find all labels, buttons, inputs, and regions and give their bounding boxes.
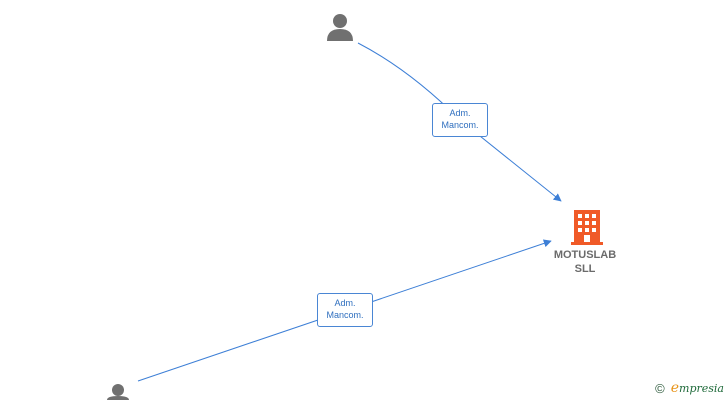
- copyright-icon: ©: [655, 380, 665, 396]
- edge-label-line2: Mancom.: [441, 120, 479, 130]
- edge-label-line1: Adm.: [334, 298, 356, 308]
- edge-label-line1: Adm.: [449, 108, 471, 118]
- brand-initial: e: [670, 380, 680, 396]
- company-name[interactable]: MOTUSLAB SLL: [540, 248, 630, 276]
- person-icon[interactable]: [104, 382, 132, 400]
- edge-label-adm-mancom[interactable]: Adm. Mancom.: [432, 103, 488, 137]
- edge-label-adm-mancom[interactable]: Adm. Mancom.: [317, 293, 373, 327]
- building-icon[interactable]: [571, 209, 603, 245]
- person-icon[interactable]: [325, 12, 355, 42]
- brand-name: mpresia: [679, 381, 724, 395]
- brand-logo: © e mpresia: [655, 380, 724, 396]
- edge-label-line2: Mancom.: [326, 310, 364, 320]
- company-name-line2: SLL: [574, 263, 596, 275]
- company-name-line1: MOTUSLAB: [553, 249, 617, 261]
